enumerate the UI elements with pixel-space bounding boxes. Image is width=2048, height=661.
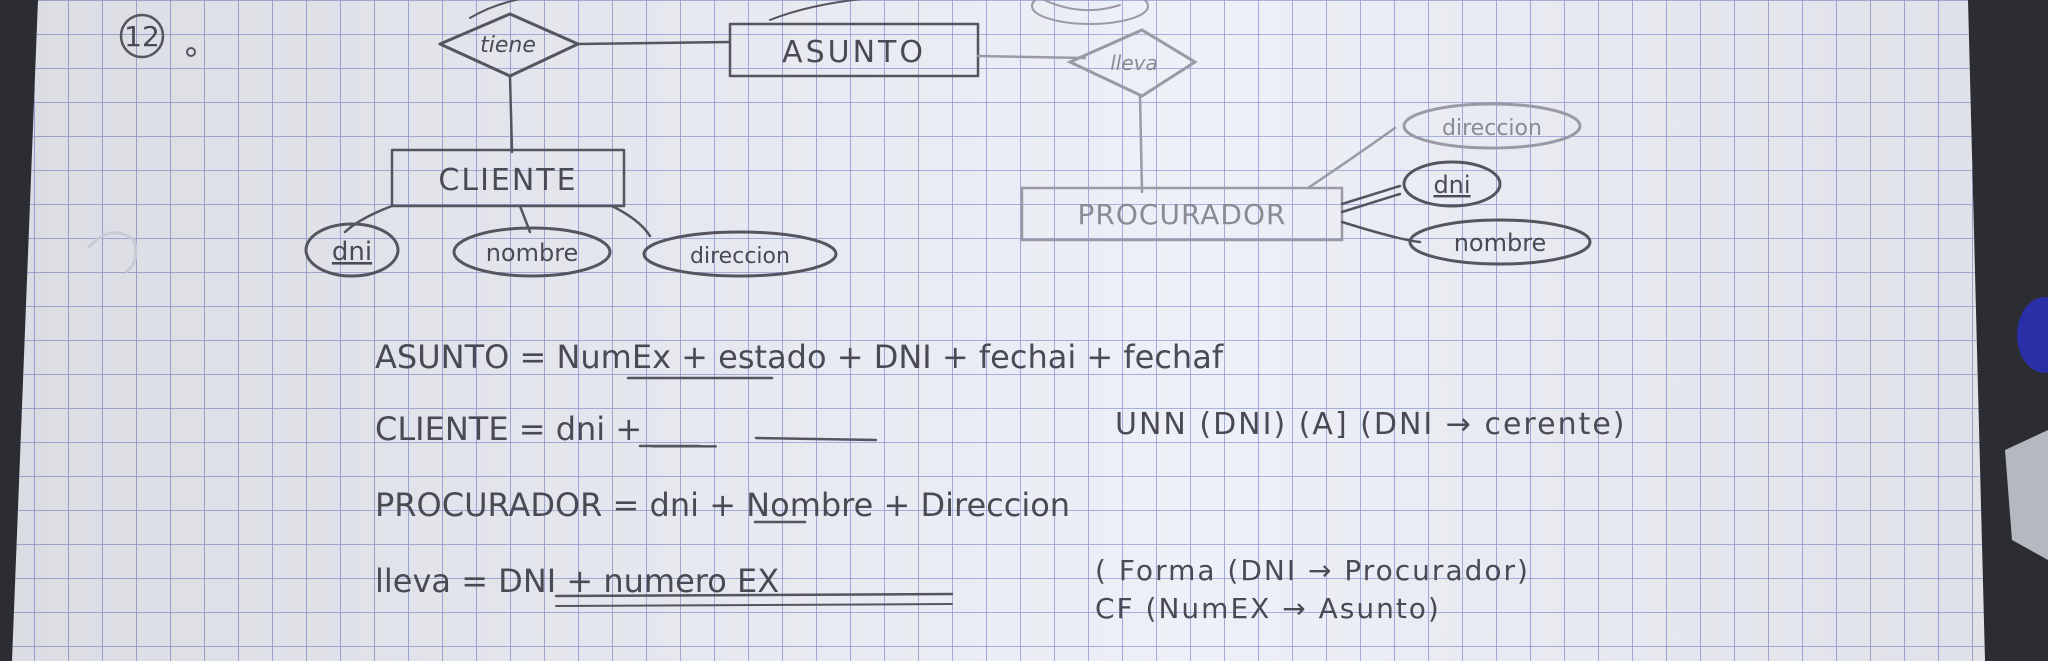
entity-cliente-box <box>390 148 626 208</box>
connector-line <box>1340 184 1402 206</box>
binder-hole-icon <box>86 231 138 274</box>
connector-line <box>343 204 394 234</box>
exercise-number-circle <box>119 13 165 59</box>
bullet-dot <box>186 47 196 57</box>
note-cliente-definition: CLIENTE = dni + ____ <box>375 410 717 448</box>
attribute-procurador-nombre <box>1408 218 1592 266</box>
attribute-cliente-direccion <box>642 230 838 278</box>
underline-lleva-keys-2 <box>555 603 953 607</box>
connector-line <box>769 0 862 21</box>
note-procurador-definition: PROCURADOR = dni + Nombre + Direccion <box>375 486 1070 524</box>
connector-line <box>1306 126 1397 190</box>
note-foreign-key-2: CF (NumEX → Asunto) <box>1095 592 1441 625</box>
ruler-edge <box>2005 430 2048 560</box>
relationship-tiene-label: tiene <box>480 33 536 58</box>
attribute-cliente-dni-label: dni <box>332 237 372 267</box>
pen-cap-icon <box>2017 297 2048 373</box>
blank-line <box>754 436 878 442</box>
entity-cliente-label: CLIENTE <box>438 163 577 198</box>
relationship-lleva-label: lleva <box>1110 51 1158 75</box>
connector-line <box>610 204 652 238</box>
connector-line <box>1138 94 1144 194</box>
faint-attribute-top <box>1031 0 1149 25</box>
exercise-number: 12 <box>124 20 160 53</box>
attribute-cliente-direccion-label: direccion <box>690 244 790 269</box>
attribute-procurador-direccion <box>1402 102 1582 150</box>
connector-line <box>508 74 514 154</box>
attribute-procurador-nombre-label: nombre <box>1454 229 1547 257</box>
connector-line <box>976 54 1087 60</box>
attribute-cliente-nombre <box>452 226 612 278</box>
entity-asunto-label: ASUNTO <box>782 35 926 70</box>
attribute-procurador-dni-label: dni <box>1433 171 1470 199</box>
note-lleva-definition: lleva = DNI + numero EX <box>375 562 779 600</box>
connector-line <box>1340 192 1402 214</box>
relationship-lleva-shape <box>1066 28 1198 98</box>
note-asunto-definition: ASUNTO = NumEx + estado + DNI + fechai +… <box>375 338 1224 376</box>
connector-line <box>469 0 521 19</box>
attribute-procurador-dni <box>1402 160 1502 208</box>
entity-procurador-box <box>1020 186 1344 242</box>
entity-asunto-box <box>728 22 980 78</box>
note-unique-constraint: UNN (DNI) (A] (DNI → cerente) <box>1115 407 1627 442</box>
connector-line <box>576 40 732 46</box>
attribute-cliente-nombre-label: nombre <box>486 239 579 267</box>
paper-shading <box>12 0 1985 661</box>
entity-procurador-label: PROCURADOR <box>1078 198 1287 231</box>
attribute-procurador-direccion-label: direccion <box>1442 116 1542 141</box>
connector-line <box>1041 0 1121 12</box>
attribute-cliente-dni <box>304 222 400 278</box>
note-foreign-key-1: ( Forma (DNI → Procurador) <box>1095 554 1530 587</box>
connector-line <box>1340 220 1422 244</box>
underline-lleva-keys <box>554 592 954 598</box>
